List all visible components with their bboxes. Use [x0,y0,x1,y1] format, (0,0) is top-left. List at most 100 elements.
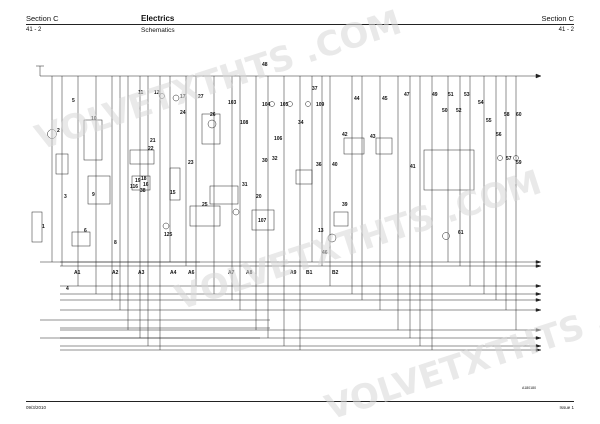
component-label-26: 26 [210,112,216,118]
component-label-104: 104 [262,102,271,108]
component-label-a2: A2 [112,270,119,276]
component-label-61: 61 [458,230,464,236]
component-label-3: 3 [64,194,67,200]
header-rule [26,24,574,25]
component-circle [162,222,170,230]
bus-arrow [535,328,542,332]
component-label-25: 25 [202,202,208,208]
component-box [131,175,151,191]
component-label-18: 18 [141,176,147,182]
footer-rule [26,401,574,402]
component-circle [287,101,293,107]
footer-issue: Issue 1 [559,405,574,410]
component-label-a7: A7 [228,270,235,276]
component-label-6: 6 [84,228,87,234]
component-label-11: 11 [138,90,144,96]
component-label-15: 15 [170,190,176,196]
component-label-23: 23 [188,160,194,166]
component-symbols [31,93,519,247]
component-label-47: 47 [404,92,410,98]
component-circle [442,232,450,240]
component-circle [207,119,217,129]
component-box [129,149,155,165]
component-box [375,137,393,155]
component-label-10: 10 [91,116,97,122]
component-label-108: 108 [240,120,249,126]
component-label-19: 19 [135,178,141,184]
component-label-56: 56 [496,132,502,138]
component-label-a1: A1 [74,270,81,276]
component-label-49: 49 [432,92,438,98]
component-label-53: 53 [464,92,470,98]
component-label-50: 50 [442,108,448,114]
watermark-text-3: VOLVETXTHTS .COM [320,272,600,424]
component-label-22: 22 [148,146,154,152]
component-label-17: 17 [180,94,186,100]
component-label-a4: A4 [170,270,177,276]
bus-arrow [535,308,542,312]
component-label-30: 30 [262,158,268,164]
component-box [209,185,239,205]
component-label-45: 45 [382,96,388,102]
component-label-4: 4 [66,286,69,292]
component-label-b1: B1 [306,270,313,276]
component-label-43: 43 [370,134,376,140]
component-circle [172,94,180,102]
component-circle [47,129,57,139]
component-box [169,167,181,201]
bus-arrow [535,298,542,302]
component-box [423,149,475,191]
component-label-34: 34 [298,120,304,126]
page-title: Electrics [141,14,175,23]
component-label-a9: A9 [290,270,297,276]
page-subtitle: Schematics [141,27,175,34]
component-circle [305,101,311,107]
component-label-1: 1 [42,224,45,230]
component-label-31: 31 [242,182,248,188]
watermark: VOLVETXTHTS .COM VOLVETXTHTS .COM VOLVET… [30,2,600,424]
component-label-52: 52 [456,108,462,114]
bus-arrow [535,292,542,296]
component-label-16: 16 [143,182,149,188]
component-box [71,231,91,247]
component-box [251,209,275,231]
page-number-right: 41 - 2 [558,27,574,33]
component-box [55,153,69,175]
component-label-105: 105 [280,102,289,108]
component-box [189,205,221,227]
component-circle [497,155,503,161]
component-label-55: 55 [486,118,492,124]
component-label-13: 13 [318,228,324,234]
component-box [343,137,365,155]
component-label-a6: A6 [188,270,195,276]
component-box [201,113,221,145]
component-label-125: 125 [164,232,173,238]
bus-arrow [535,264,542,268]
bus-arrow [535,348,542,352]
component-circle [159,93,165,99]
component-label-60: 60 [516,112,522,118]
component-label-8: 8 [114,240,117,246]
watermark-text-1: VOLVETXTHTS .COM [30,2,406,158]
component-label-41: 41 [410,164,416,170]
section-title-left: Section C [26,14,59,23]
component-label-5: 5 [72,98,75,104]
component-label-12: 12 [154,90,160,96]
section-title-right: Section C [541,14,574,23]
component-label-20: 20 [256,194,262,200]
bus-arrow [535,336,542,340]
component-label-32: 32 [272,156,278,162]
component-label-59: 59 [516,160,522,166]
component-label-37: 37 [312,86,318,92]
component-label-21: 21 [150,138,156,144]
footer-date: 09/3/2010 [26,405,47,410]
component-circle [327,233,337,243]
component-label-44: 44 [354,96,360,102]
component-label-9: 9 [92,192,95,198]
component-label-36: 36 [316,162,322,168]
component-circle [269,101,275,107]
component-label-58: 58 [504,112,510,118]
component-label-38: 38 [140,188,146,194]
